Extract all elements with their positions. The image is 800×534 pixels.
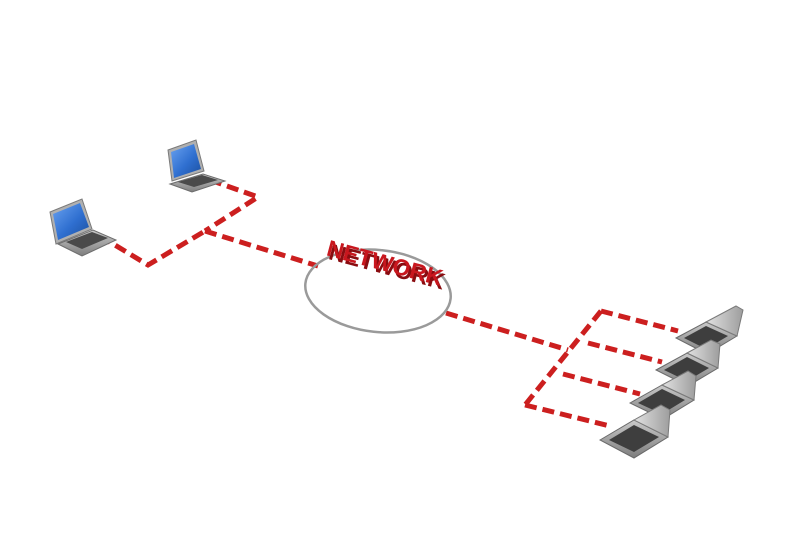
connection-right-bus <box>523 309 603 407</box>
laptop-icon <box>674 305 744 355</box>
connection-trunk-left <box>204 228 319 269</box>
laptop-icon <box>628 370 697 420</box>
laptop-icon <box>654 339 721 387</box>
laptop-icon <box>598 404 671 459</box>
connection-branch-4 <box>524 402 611 429</box>
connection-left-upper <box>203 177 264 234</box>
network-ring-icon <box>304 248 452 334</box>
connection-branch-3 <box>562 371 641 397</box>
network-label-text: NETWORK <box>324 235 446 291</box>
connection-trunk-right <box>445 310 569 353</box>
network-label: NETWORK NETWORK <box>324 235 448 295</box>
connection-branch-1 <box>600 308 679 334</box>
laptop-icon <box>167 139 227 193</box>
connection-branch-2 <box>587 340 663 365</box>
connection-left-lower <box>98 228 207 268</box>
connection-lines <box>98 177 679 429</box>
laptop-icon <box>49 198 118 257</box>
